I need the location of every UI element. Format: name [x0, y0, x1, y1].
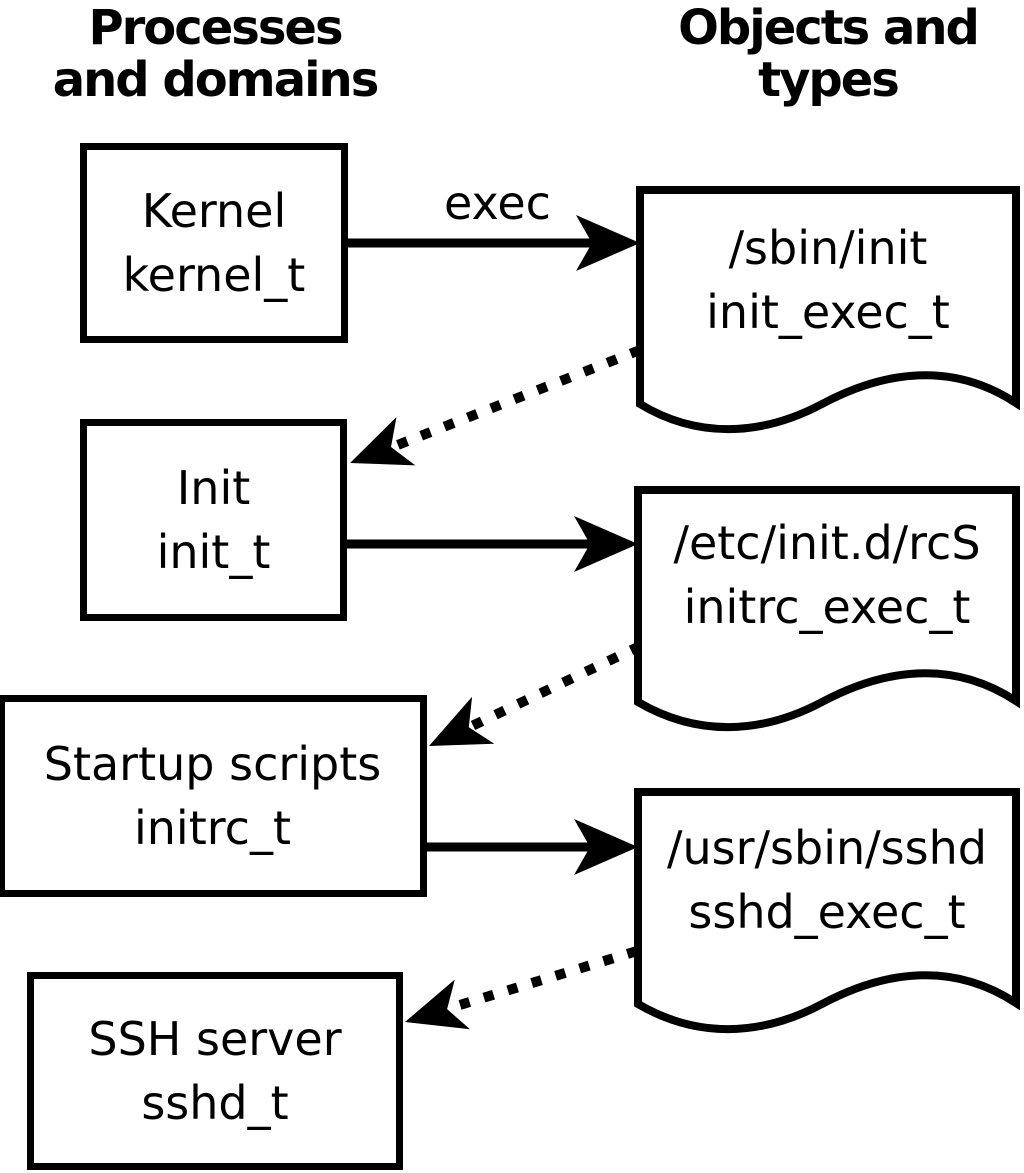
exec-arrow-initrc-to-sshd [427, 819, 638, 875]
transition-arrow-sshd-exec-to-sshd [405, 946, 639, 1030]
process-name: Kernel [141, 184, 287, 238]
document-shape-usr-sbin-sshd [634, 788, 1020, 1034]
document-shape-etc-initd-rcs [634, 486, 1020, 732]
process-box-startup-scripts: Startup scripts initrc_t [0, 695, 427, 897]
exec-arrow-kernel-to-sbin-init [348, 215, 640, 271]
process-box-kernel: Kernel kernel_t [80, 143, 348, 343]
process-name: SSH server [88, 1012, 342, 1066]
arrowhead-icon [574, 819, 638, 875]
process-box-ssh-server: SSH server sshd_t [27, 972, 403, 1170]
arrowhead-icon [350, 417, 416, 466]
column-heading-objects: Objects and types [678, 0, 980, 108]
exec-arrow-init-to-rcs [347, 516, 638, 572]
process-type-label: initrc_t [134, 801, 291, 855]
process-type-label: sshd_t [141, 1076, 289, 1130]
column-heading-processes: Processes and domains [52, 0, 380, 108]
process-name: Startup scripts [43, 737, 382, 791]
process-name: Init [176, 461, 251, 515]
transition-arrow-sbin-init-to-init [350, 345, 642, 466]
document-shape-sbin-init [636, 186, 1020, 434]
arrowhead-icon [405, 979, 470, 1030]
process-box-init: Init init_t [80, 419, 347, 621]
arrowhead-icon [429, 696, 495, 746]
arrowhead-icon [574, 516, 638, 572]
arrowhead-icon [576, 215, 640, 271]
process-type-label: kernel_t [122, 248, 306, 302]
transition-arrow-rcs-to-initrc [429, 641, 643, 746]
process-type-label: init_t [156, 525, 271, 579]
edge-label-exec: exec [444, 176, 551, 230]
